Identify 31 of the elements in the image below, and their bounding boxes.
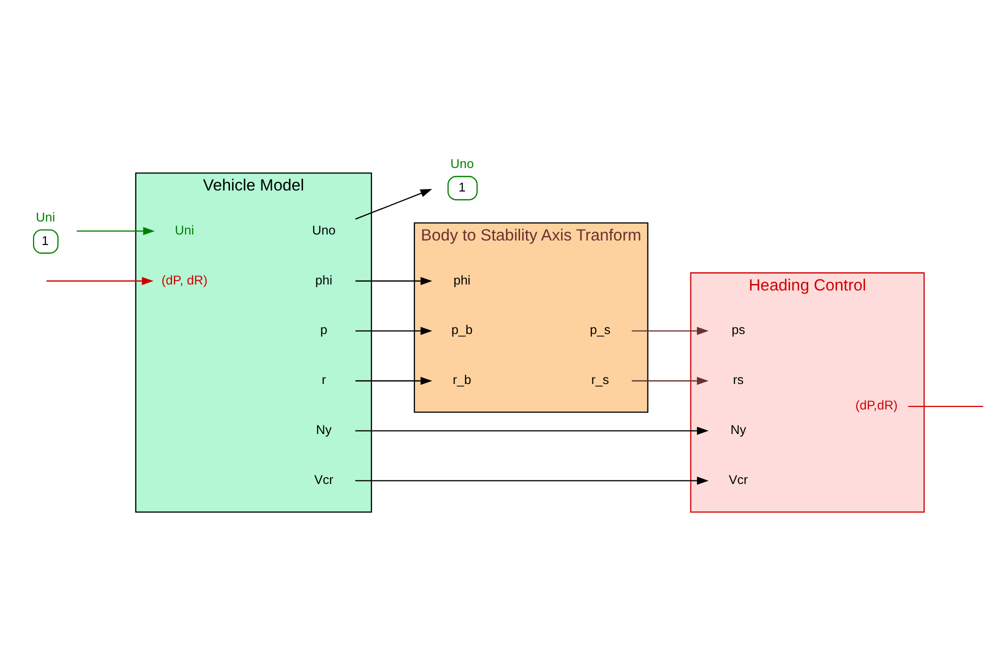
node-label: Uno	[450, 156, 474, 171]
node-text: Uno	[312, 222, 336, 237]
node-text: (dP, dR)	[162, 272, 208, 287]
arrow	[46, 276, 154, 285]
node-text: p	[320, 322, 328, 337]
node-text: phi	[315, 272, 332, 287]
connector	[908, 405, 984, 406]
arrow	[355, 188, 432, 220]
arrow	[356, 376, 432, 384]
node-text: r_s	[591, 372, 610, 387]
node-label: Uni	[36, 209, 56, 224]
node-text: p_s	[590, 322, 610, 337]
node-text: p_b	[451, 322, 473, 337]
arrow	[632, 326, 709, 334]
node-text: Vcr	[728, 471, 748, 486]
node-text: Ny	[730, 422, 746, 437]
node-text: ps	[732, 322, 746, 337]
node-text: r	[322, 372, 326, 387]
node-text: r_b	[452, 372, 472, 387]
arrow	[356, 276, 432, 285]
node-text: (dP,dR)	[855, 397, 898, 412]
arrow	[355, 476, 709, 484]
node-text: Ny	[316, 422, 332, 437]
arrow	[356, 326, 432, 334]
node-text: Uni	[174, 222, 194, 237]
arrow	[632, 376, 709, 384]
node-text: Vcr	[314, 471, 334, 486]
arrow	[355, 426, 709, 434]
node-text: rs	[733, 372, 744, 387]
arrow	[76, 226, 155, 235]
node-text: phi	[453, 272, 471, 287]
